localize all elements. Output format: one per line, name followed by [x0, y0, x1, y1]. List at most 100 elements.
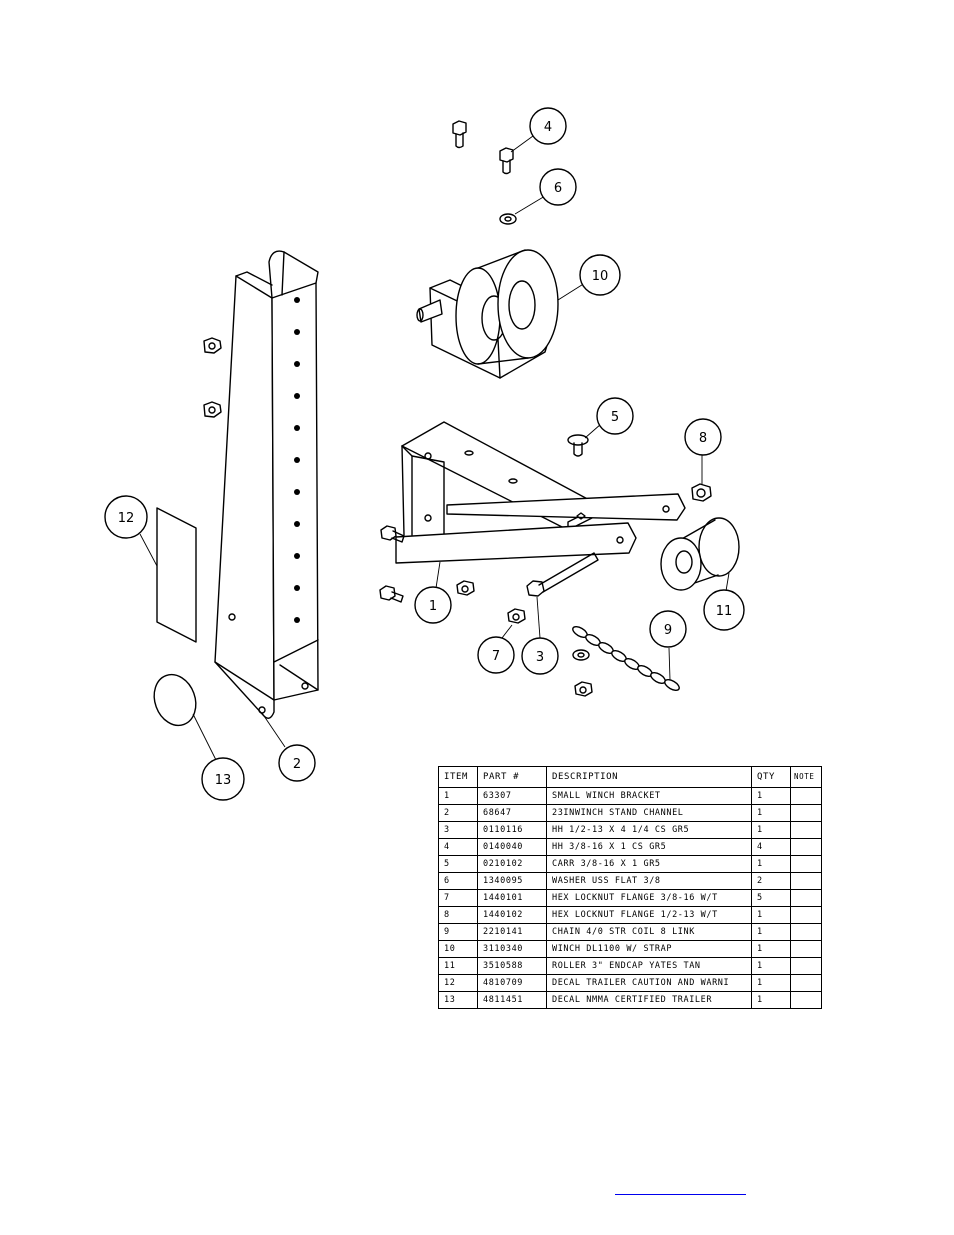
callout-balloon-1: 1 [414, 561, 452, 624]
callout-label: 12 [118, 511, 135, 526]
stand-channel-part [214, 250, 319, 719]
callout-label: 13 [215, 773, 232, 788]
locknut-left-upper [203, 337, 222, 354]
callout-balloon-6: 6 [514, 168, 577, 215]
bom-cell-qty: 1 [751, 855, 791, 873]
bom-cell-part: 0140040 [477, 838, 547, 856]
bom-cell-part: 68647 [477, 804, 547, 822]
callout-label: 6 [554, 181, 562, 196]
callout-balloon-2: 2 [261, 712, 316, 782]
bom-cell-item: 7 [438, 889, 478, 907]
bom-cell-qty: 2 [751, 872, 791, 890]
callout-label: 5 [611, 410, 619, 425]
bom-header-note: NOTE [790, 766, 822, 788]
bom-cell-qty: 4 [751, 838, 791, 856]
callout-balloon-10: 10 [557, 254, 621, 301]
bom-cell-note [790, 838, 822, 856]
callout-balloon-12: 12 [104, 495, 158, 567]
callout-label: 8 [699, 431, 707, 446]
bom-cell-part: 1440102 [477, 906, 547, 924]
bom-cell-part: 1440101 [477, 889, 547, 907]
bom-cell-note [790, 787, 822, 805]
bom-cell-part: 63307 [477, 787, 547, 805]
bom-cell-qty: 1 [751, 957, 791, 975]
caution-decal-part [156, 507, 197, 643]
bom-cell-note [790, 855, 822, 873]
footer-link[interactable] [615, 1178, 746, 1195]
locknut-part [574, 681, 593, 697]
callout-label: 3 [536, 650, 544, 665]
bom-cell-note [790, 991, 822, 1009]
bom-cell-part: 2210141 [477, 923, 547, 941]
bom-cell-qty: 5 [751, 889, 791, 907]
bom-cell-note [790, 957, 822, 975]
bom-cell-description: CHAIN 4/0 STR COIL 8 LINK [546, 923, 752, 941]
callout-label: 9 [664, 623, 672, 638]
callout-balloon-9: 9 [649, 610, 687, 681]
bom-cell-item: 11 [438, 957, 478, 975]
callout-label: 4 [544, 120, 552, 135]
bom-cell-qty: 1 [751, 923, 791, 941]
bom-cell-qty: 1 [751, 940, 791, 958]
bom-cell-description: WASHER USS FLAT 3/8 [546, 872, 752, 890]
bom-cell-description: HH 3/8-16 X 1 CS GR5 [546, 838, 752, 856]
bom-cell-note [790, 872, 822, 890]
callout-balloon-11: 11 [703, 572, 745, 631]
callout-balloon-7: 7 [477, 624, 515, 674]
bom-cell-part: 0110116 [477, 821, 547, 839]
bom-cell-item: 10 [438, 940, 478, 958]
winch-bracket-part [395, 421, 686, 564]
locknut-left-lower [203, 401, 222, 418]
locknut-large-part [691, 483, 712, 502]
chain-part [572, 626, 680, 691]
flat-washer-part [572, 649, 590, 661]
bom-cell-note [790, 906, 822, 924]
bom-cell-note [790, 889, 822, 907]
callout-balloon-4: 4 [510, 107, 567, 153]
bom-cell-part: 3110340 [477, 940, 547, 958]
bom-cell-item: 3 [438, 821, 478, 839]
locknut-part [456, 580, 475, 596]
callout-label: 11 [716, 604, 733, 619]
hex-bolt-part [380, 525, 405, 543]
roller-part [660, 517, 740, 591]
winch-part [416, 249, 559, 379]
bom-cell-description: SMALL WINCH BRACKET [546, 787, 752, 805]
bom-header-qty: QTY [751, 766, 791, 788]
bom-cell-item: 13 [438, 991, 478, 1009]
hex-bolt-part [379, 585, 404, 603]
locknut-part [507, 608, 526, 624]
bom-cell-note [790, 821, 822, 839]
bom-cell-part: 4810709 [477, 974, 547, 992]
hex-bolt-part [452, 120, 467, 149]
callout-balloon-8: 8 [684, 418, 722, 484]
bom-cell-part: 0210102 [477, 855, 547, 873]
bom-cell-note [790, 804, 822, 822]
flat-washer-part [499, 213, 517, 225]
bom-cell-description: HH 1/2-13 X 4 1/4 CS GR5 [546, 821, 752, 839]
bom-header-item: ITEM [438, 766, 478, 788]
bom-cell-qty: 1 [751, 787, 791, 805]
bom-cell-description: DECAL TRAILER CAUTION AND WARNI [546, 974, 752, 992]
callout-balloon-5: 5 [584, 397, 634, 439]
bom-cell-item: 9 [438, 923, 478, 941]
bom-cell-item: 5 [438, 855, 478, 873]
bom-cell-part: 3510588 [477, 957, 547, 975]
bom-cell-item: 6 [438, 872, 478, 890]
bom-header-row: ITEM PART # DESCRIPTION QTY NOTE [438, 766, 822, 788]
bom-cell-item: 4 [438, 838, 478, 856]
callout-balloon-3: 3 [521, 596, 559, 675]
bom-cell-note [790, 974, 822, 992]
callout-label: 7 [492, 649, 500, 664]
